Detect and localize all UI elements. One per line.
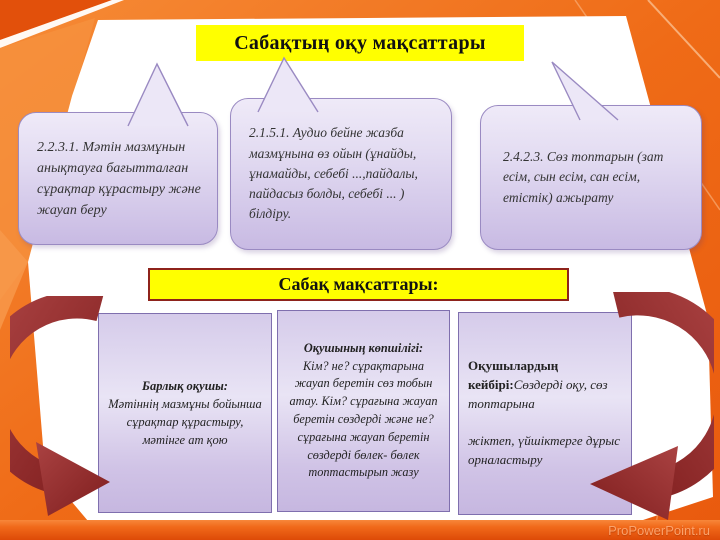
lesson-goals-heading: Сабақ мақсаттары:	[148, 268, 569, 301]
objective-bubble-1: 2.2.3.1. Мәтін мазмұнын анықтауға бағытт…	[18, 112, 218, 245]
goal-card-some-students-heading: Оқушылардың кейбірі:	[468, 358, 559, 393]
objective-3-text: 2.4.2.3. Сөз топтарын (зат есім, сын есі…	[503, 149, 664, 205]
goal-card-some-students-task: Сөздерді оқу, сөз топтарына	[468, 377, 608, 412]
goal-card-all-students-heading: Барлық оқушы:	[142, 378, 228, 393]
goal-card-most-students-heading: Оқушының көпшілігі:	[303, 340, 424, 355]
slide-title-text: Сабақтың оқу мақсаттары	[234, 31, 486, 54]
lesson-goals-heading-text: Сабақ мақсаттары:	[278, 274, 439, 294]
objective-2-text: 2.1.5.1. Аудио бейне жазба мазмұнына өз …	[249, 125, 418, 222]
watermark: ProPowerPoint.ru	[608, 523, 710, 538]
objective-bubble-3: 2.4.2.3. Сөз топтарын (зат есім, сын есі…	[480, 105, 702, 250]
goal-card-most-students: Оқушының көпшілігі: Кім? не? сұрақтарына…	[277, 310, 450, 512]
goal-card-some-students: Оқушылардың кейбірі:Сөздерді оқу, сөз то…	[458, 312, 632, 515]
goal-card-all-students-task: Мәтіннің мазмұны бойынша сұрақтар құраст…	[108, 396, 262, 448]
goal-card-some-students-task-2: жіктеп, үйшіктерге дұрыс орналастыру	[468, 432, 621, 467]
objective-1-text: 2.2.3.1. Мәтін мазмұнын анықтауға бағытт…	[37, 139, 201, 218]
objective-bubble-2: 2.1.5.1. Аудио бейне жазба мазмұнына өз …	[230, 98, 452, 250]
slide-title: Сабақтың оқу мақсаттары	[196, 25, 524, 61]
goal-card-most-students-task: Кім? не? сұрақтарына жауап беретін сөз т…	[289, 358, 438, 480]
goal-card-all-students: Барлық оқушы: Мәтіннің мазмұны бойынша с…	[98, 313, 272, 513]
